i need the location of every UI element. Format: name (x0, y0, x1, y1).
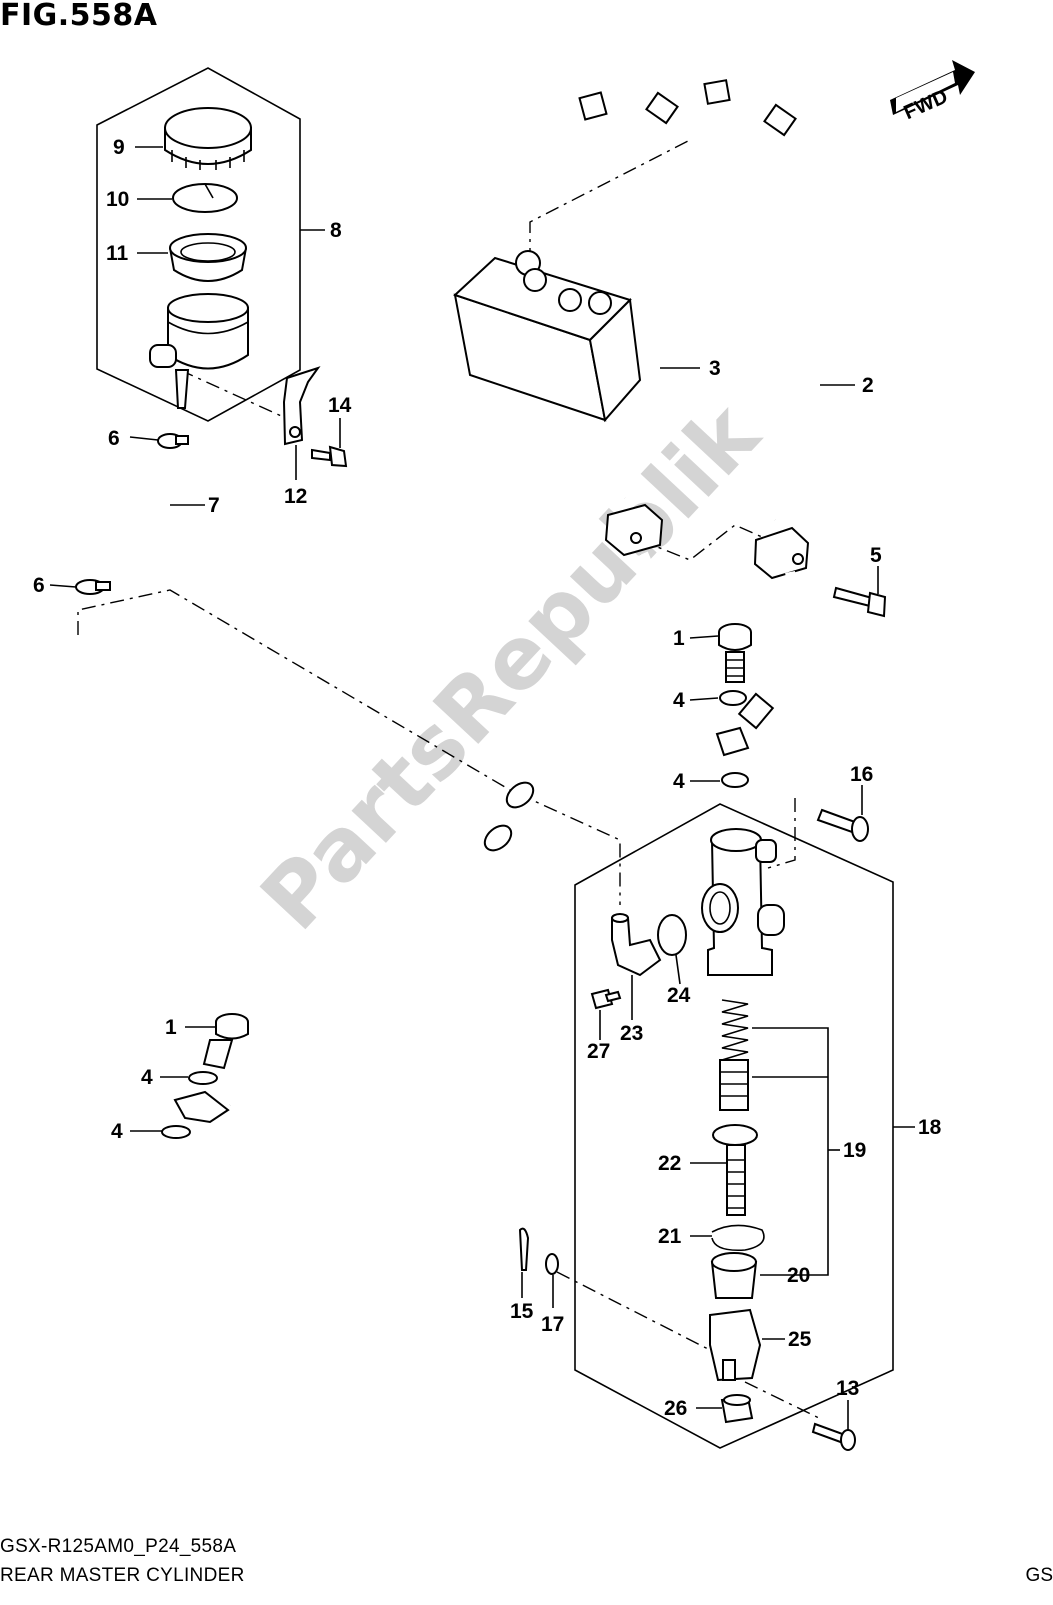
master-cylinder-body (701, 828, 785, 976)
abs-hydraulic-unit (453, 250, 642, 423)
lower-banjo-fitting (173, 1090, 230, 1124)
callout-24: 24 (667, 984, 691, 1007)
callout-20: 20 (787, 1264, 810, 1287)
callout-27: 27 (587, 1040, 610, 1063)
callout-numbers: 9 10 11 8 14 12 6 7 6 3 2 5 1 4 4 16 18 … (33, 136, 942, 1420)
return-spring (721, 999, 749, 1061)
figure-code: GSX-R125AM0_P24_558A (0, 1536, 237, 1557)
washer-lower-b (161, 1125, 191, 1139)
pipe-joint-right (753, 526, 810, 580)
rod-boot (710, 1252, 758, 1299)
long-brake-hose (223, 551, 660, 1110)
cotter-pin (518, 1227, 530, 1271)
brake-pipe-2 (703, 31, 891, 521)
callout-16: 16 (850, 763, 873, 786)
bracket-bolt (311, 445, 348, 468)
washer-lower-a (188, 1071, 218, 1085)
connector-screw (590, 988, 622, 1010)
pin-washer (545, 1253, 559, 1275)
hose-clamp-lower (75, 579, 111, 595)
union-bolt-upper (718, 623, 752, 683)
callout-18: 18 (918, 1116, 942, 1139)
callout-5: 5 (870, 544, 882, 567)
short-brake-hose (715, 570, 799, 757)
pipe-joint-left (604, 503, 664, 557)
callout-14: 14 (328, 394, 352, 417)
callout-6-upper: 6 (108, 427, 120, 450)
clevis-pin (811, 1422, 856, 1451)
callout-19: 19 (843, 1139, 866, 1162)
washer-upper-a (719, 690, 747, 706)
callout-4-upper-b: 4 (673, 770, 685, 793)
callout-26: 26 (664, 1397, 687, 1420)
callout-4-lower-a: 4 (141, 1066, 153, 1089)
callout-10: 10 (106, 188, 129, 211)
figure-title: FIG.558A (0, 0, 158, 33)
reservoir-connector (611, 913, 662, 977)
reservoir-body (149, 293, 249, 409)
corner-text: GS (1025, 1565, 1053, 1586)
joint-bolt (832, 586, 887, 618)
master-cylinder-bolt (816, 808, 869, 842)
callout-22: 22 (658, 1152, 681, 1175)
hose-clamp-upper (157, 433, 189, 449)
callout-21: 21 (658, 1225, 682, 1248)
callout-17: 17 (541, 1313, 564, 1336)
callout-7: 7 (208, 494, 220, 517)
alignment-lines (77, 139, 824, 1421)
leader-lines (49, 146, 915, 1430)
lock-nut (720, 1394, 754, 1424)
piston-assembly (719, 1059, 749, 1111)
clevis (709, 1308, 762, 1382)
callout-13: 13 (836, 1377, 859, 1400)
callout-9: 9 (113, 136, 125, 159)
reservoir-group-frame (96, 67, 301, 422)
callout-6-lower: 6 (33, 574, 45, 597)
watermark: PartsRepublik (242, 384, 779, 950)
callout-1-lower: 1 (165, 1016, 177, 1039)
callout-4-lower-b: 4 (111, 1120, 123, 1143)
callout-11: 11 (106, 242, 129, 265)
push-rod (712, 1124, 758, 1216)
diaphragm-plate (172, 183, 238, 213)
forward-arrow-icon: FWD (890, 60, 975, 124)
callout-15: 15 (510, 1300, 534, 1323)
callout-1-upper: 1 (673, 627, 685, 650)
callout-25: 25 (788, 1328, 812, 1351)
washer-upper-b (721, 772, 749, 788)
callout-12: 12 (284, 485, 307, 508)
reservoir-bracket (282, 366, 321, 446)
reservoir-hose (85, 459, 175, 561)
callout-3: 3 (709, 357, 721, 380)
reservoir-cap (164, 107, 252, 170)
brake-pipe-3 (578, 44, 761, 499)
callout-8: 8 (330, 219, 342, 242)
connector-o-ring (657, 914, 687, 956)
callout-23: 23 (620, 1022, 643, 1045)
circlip (711, 1224, 765, 1252)
callout-4-upper-a: 4 (673, 689, 685, 712)
union-bolt-lower (202, 1013, 249, 1070)
master-cylinder-group-frame (574, 803, 894, 1449)
diaphragm (169, 233, 247, 282)
callout-2: 2 (862, 374, 874, 397)
figure-name: REAR MASTER CYLINDER (0, 1565, 245, 1586)
